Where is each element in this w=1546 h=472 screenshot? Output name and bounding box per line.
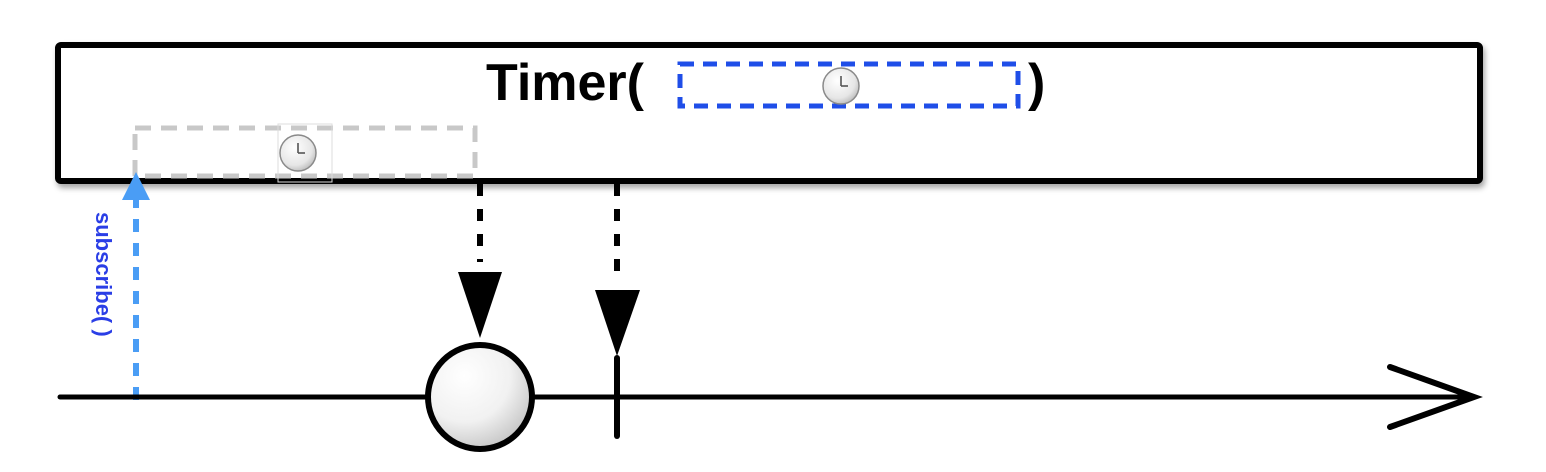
clock-icon <box>822 67 860 105</box>
subscribe-arrowhead <box>122 172 150 200</box>
completion-arrowhead <box>595 290 640 356</box>
operator-label-suffix: ) <box>1028 54 1045 112</box>
subscribe-label: subscribe( ) <box>91 212 116 337</box>
emission-arrowhead <box>458 272 502 338</box>
clock-icon-frame <box>277 123 333 183</box>
timeline-arrowhead <box>1387 364 1483 430</box>
elapsed-time-box <box>132 125 478 179</box>
clock-icon <box>279 134 317 172</box>
emission-circle <box>425 342 535 452</box>
timer-param-box <box>677 61 1021 109</box>
operator-box <box>55 42 1483 184</box>
operator-label-prefix: Timer( <box>486 54 645 112</box>
